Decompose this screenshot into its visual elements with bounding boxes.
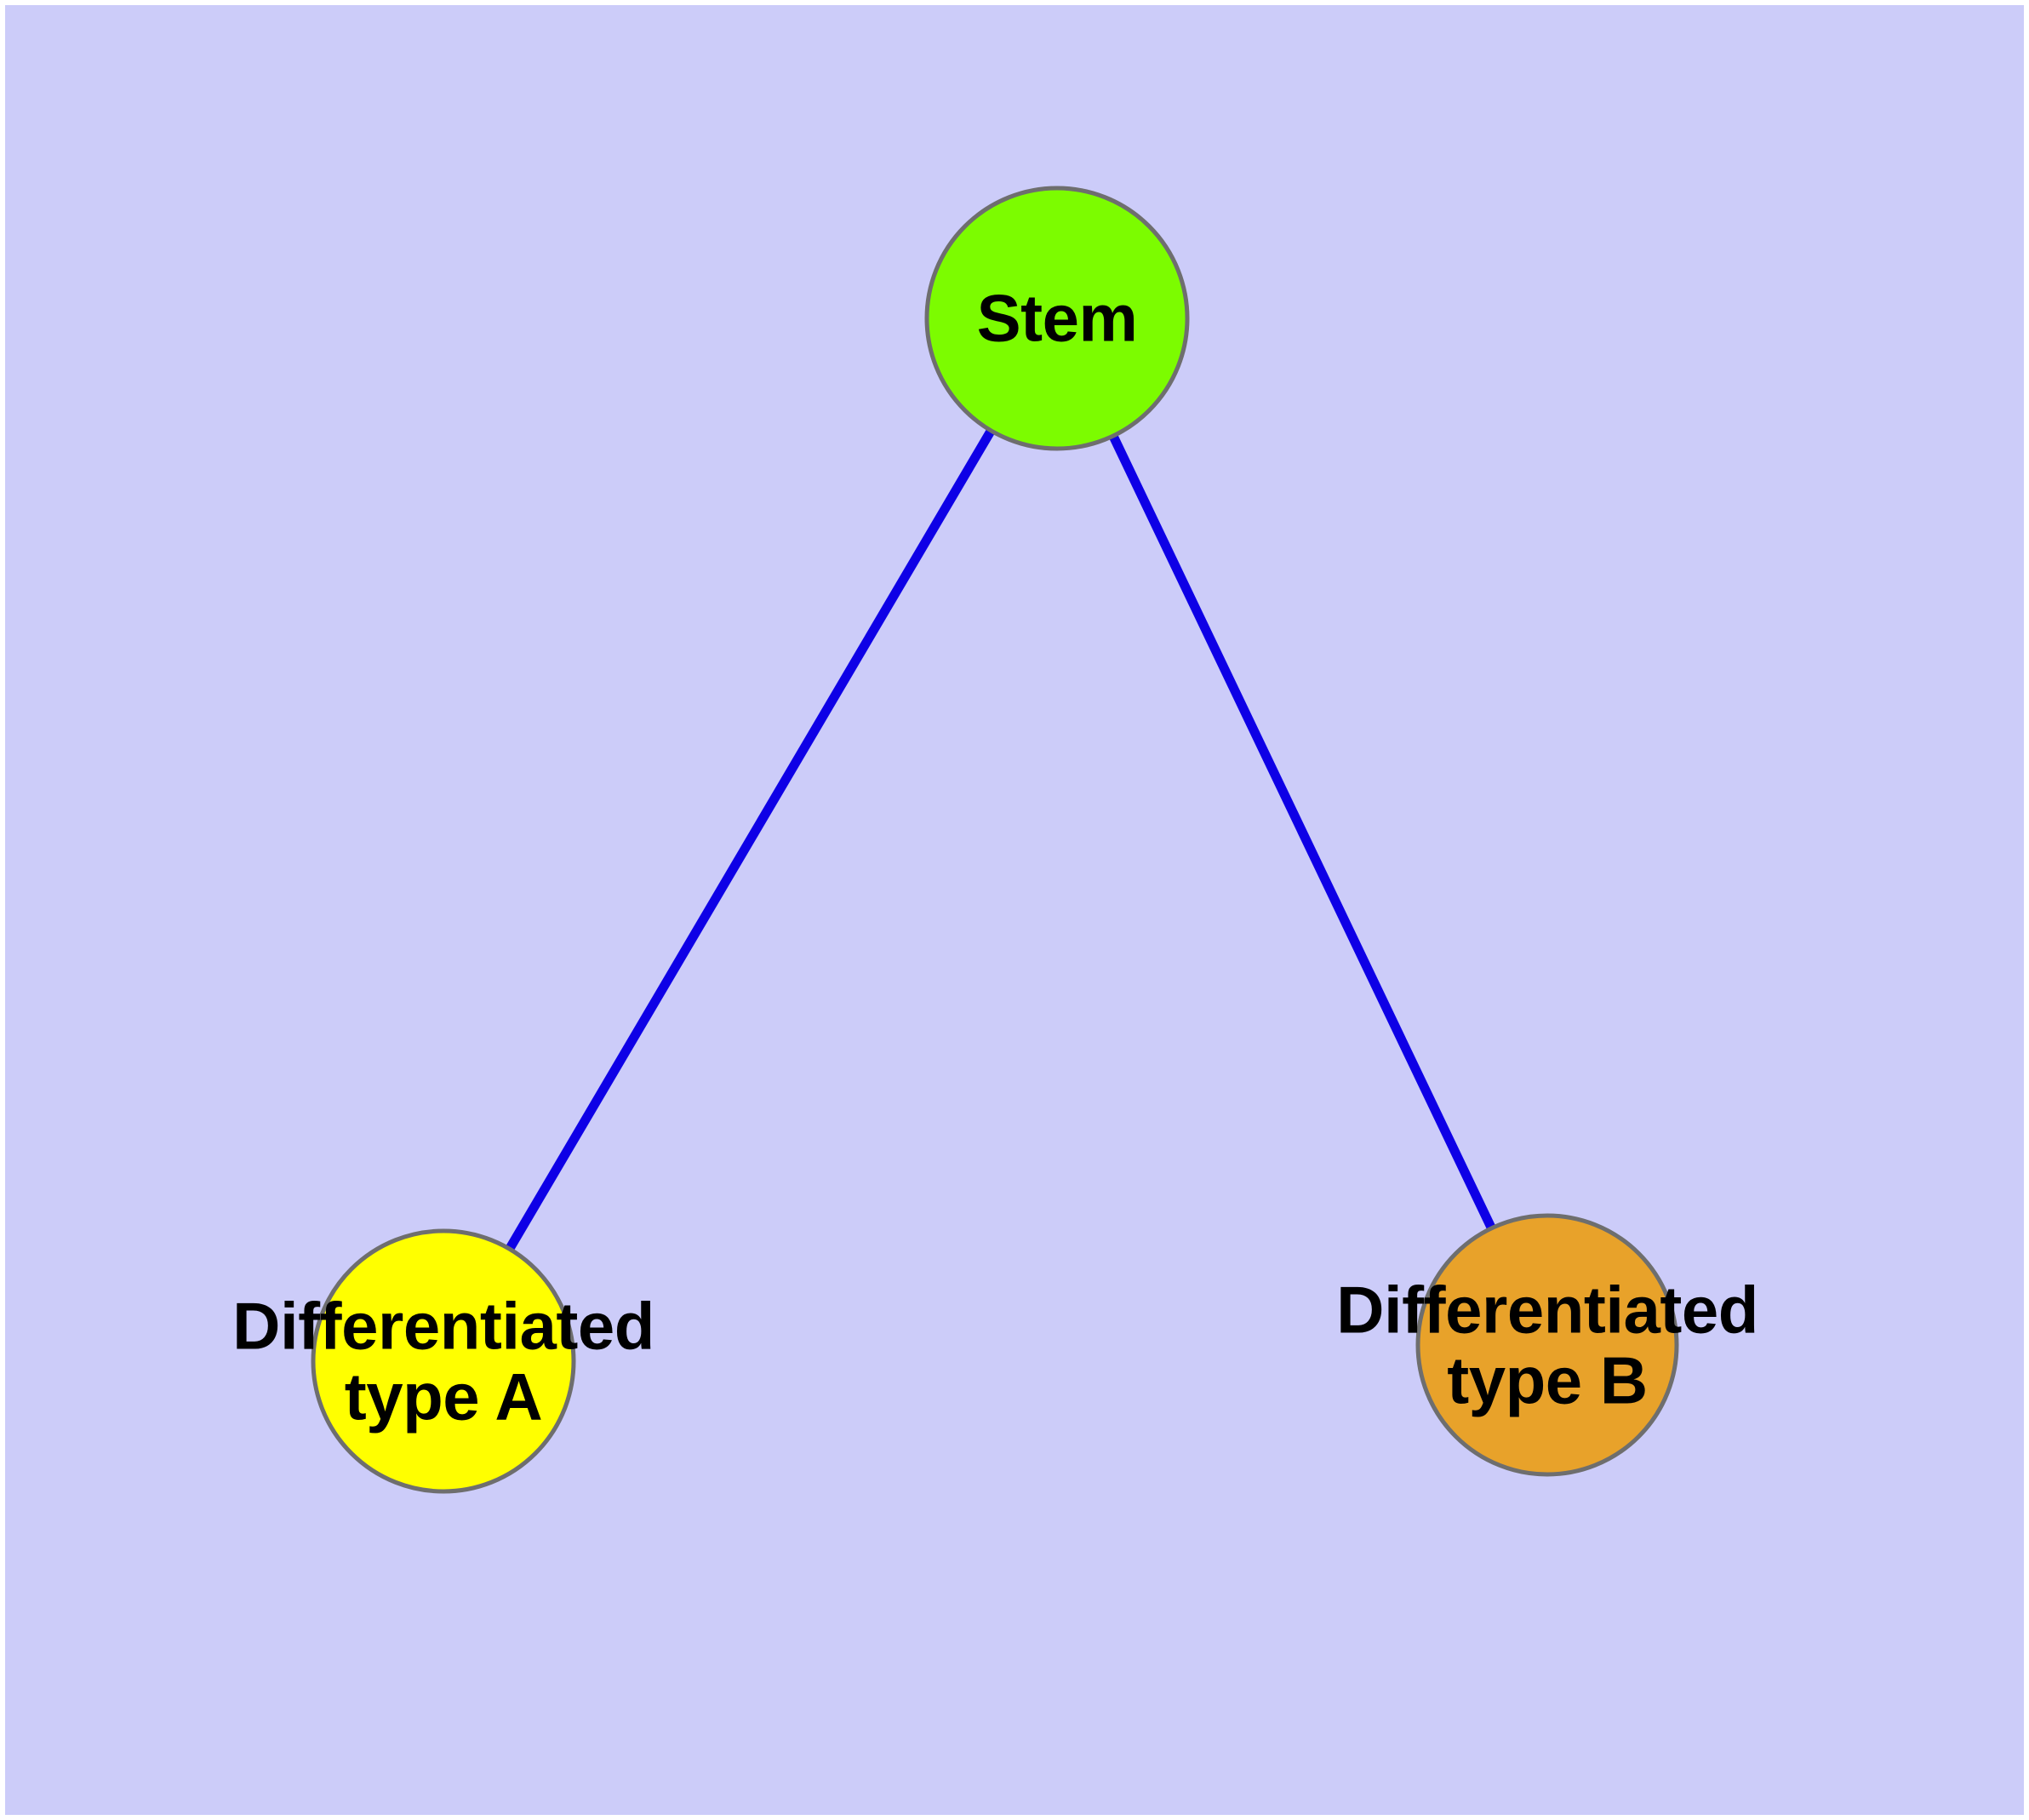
graph-svg [311,186,1679,1494]
graph-node-stem[interactable] [924,186,1190,451]
graph-edge-stem-diff_a [439,316,1061,1364]
graph-node-diff_b[interactable] [1415,1213,1679,1477]
graph-node-diff_a[interactable] [311,1228,576,1494]
graph-edge-stem-diff_b [1053,316,1552,1348]
node-layer [311,186,1679,1494]
edge-layer [439,316,1552,1364]
